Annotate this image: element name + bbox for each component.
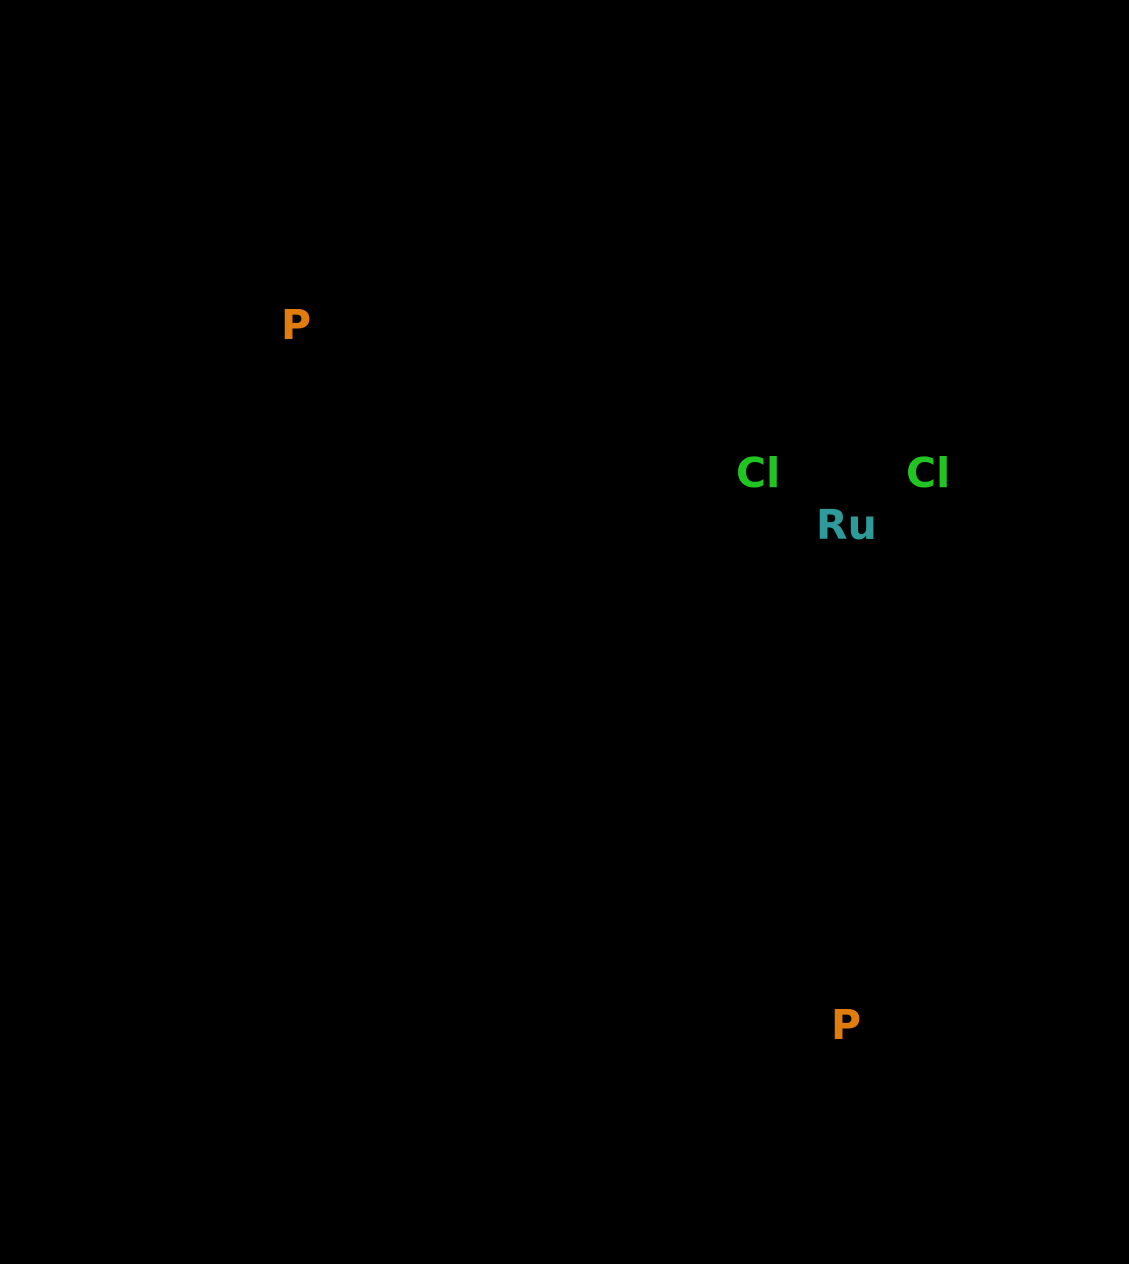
atom-label-chlorine-right: Cl: [906, 449, 951, 497]
atom-label-phosphorus-top: P: [281, 301, 312, 349]
atom-label-chlorine-left: Cl: [736, 449, 781, 497]
atom-label-phosphorus-bottom: P: [831, 1001, 862, 1049]
atom-label-ruthenium: Ru: [816, 501, 877, 549]
